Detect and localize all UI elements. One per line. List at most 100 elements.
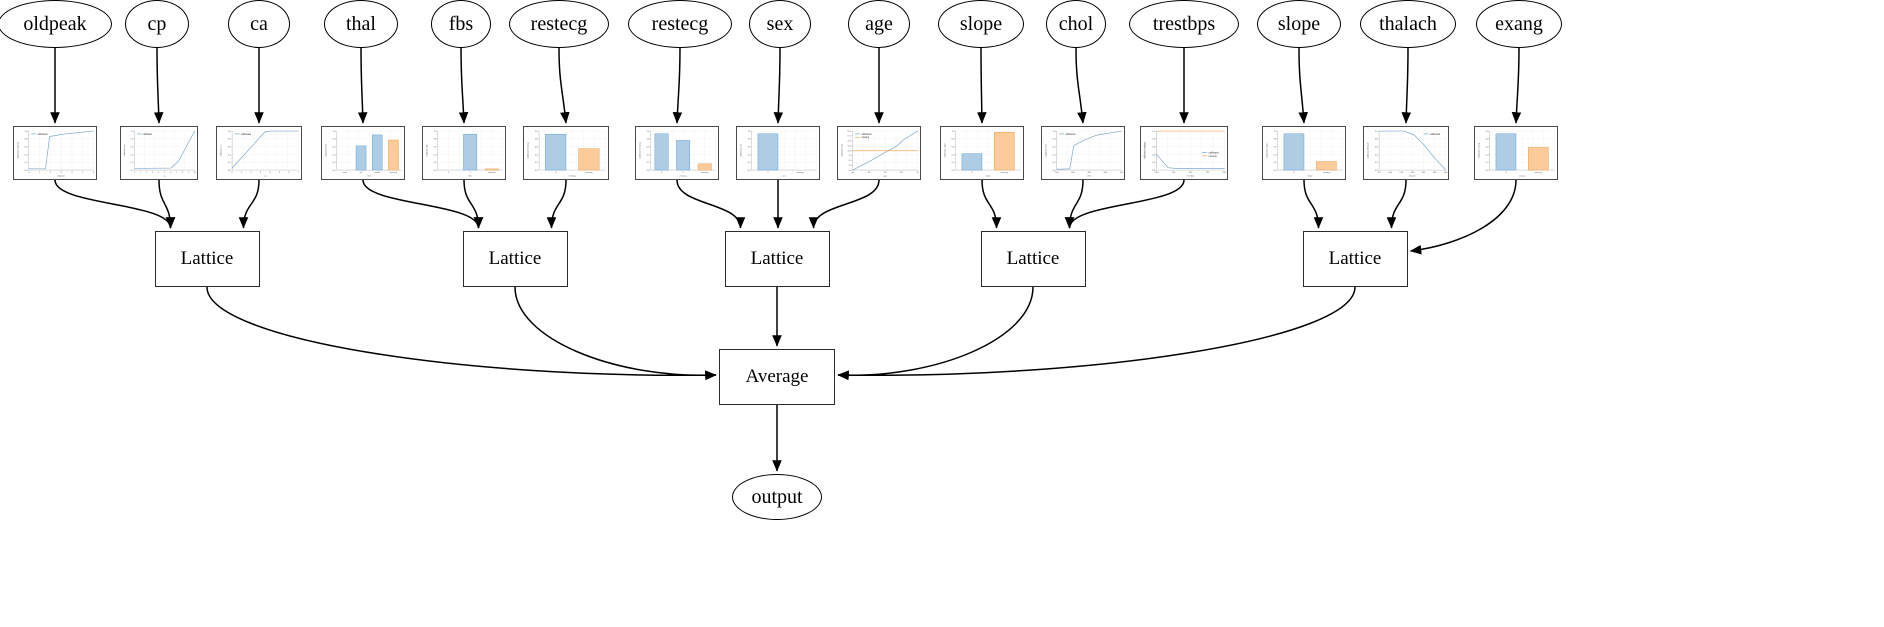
svg-text:0: 0	[28, 172, 30, 174]
feature-node-slope-12[interactable]: slope	[1257, 0, 1341, 48]
edge-feature-to-calibrator-3	[357, 47, 368, 124]
svg-text:100: 100	[1155, 172, 1160, 174]
feature-node-thal-3[interactable]: thal	[324, 0, 398, 48]
feature-node-thalach-13[interactable]: thalach	[1360, 0, 1456, 48]
svg-text:0: 0	[555, 172, 557, 174]
svg-text:6: 6	[288, 172, 290, 174]
svg-text:0.0: 0.0	[748, 170, 752, 172]
feature-node-chol-10[interactable]: chol	[1046, 0, 1106, 48]
svg-text:4: 4	[158, 172, 160, 174]
lattice-node-3[interactable]: Lattice	[980, 231, 1086, 287]
svg-text:150: 150	[1189, 172, 1194, 174]
feature-node-oldpeak-0[interactable]: oldpeak	[0, 0, 112, 48]
svg-text:oldpeak: oldpeak	[57, 176, 65, 178]
feature-node-restecg-6[interactable]: restecg	[628, 0, 732, 48]
feature-node-trestbps-11[interactable]: trestbps	[1129, 0, 1239, 48]
svg-text:10: 10	[194, 172, 197, 174]
average-node[interactable]: Average	[719, 349, 835, 405]
svg-text:175: 175	[1206, 172, 1211, 174]
svg-text:1.0: 1.0	[647, 131, 651, 133]
svg-text:missing: missing	[1323, 172, 1331, 174]
svg-text:calibrated thalach: calibrated thalach	[1367, 142, 1370, 159]
svg-text:200: 200	[1444, 172, 1448, 174]
feature-node-restecg-5[interactable]: restecg	[509, 0, 609, 48]
svg-text:1.0: 1.0	[535, 131, 539, 133]
svg-text:0.6: 0.6	[1375, 146, 1379, 148]
svg-text:1.0: 1.0	[131, 131, 135, 133]
svg-text:0.8: 0.8	[1053, 139, 1057, 141]
svg-text:calibrated: calibrated	[861, 133, 872, 136]
svg-text:60: 60	[900, 172, 903, 174]
lattice-node-label: Lattice	[1006, 248, 1060, 269]
edge-calibrator-to-lattice-9	[981, 179, 1002, 229]
edge-feature-to-calibrator-6	[672, 47, 683, 124]
lattice-node-4[interactable]: Lattice	[1302, 231, 1408, 287]
svg-text:0.8: 0.8	[434, 139, 438, 141]
svg-text:4: 4	[71, 172, 73, 174]
lattice-node-label: Lattice	[1328, 248, 1382, 269]
svg-text:0.6: 0.6	[1486, 146, 1490, 148]
lattice-node-0[interactable]: Lattice	[154, 231, 260, 287]
feature-node-cp-1[interactable]: cp	[125, 0, 189, 48]
svg-text:9: 9	[188, 172, 190, 174]
svg-text:revsbl: revsbl	[374, 172, 380, 174]
svg-text:1.0: 1.0	[1486, 131, 1490, 133]
svg-text:0.8: 0.8	[748, 139, 752, 141]
svg-text:0.6: 0.6	[131, 146, 135, 148]
svg-text:0: 0	[767, 172, 769, 174]
svg-text:missing: missing	[1209, 156, 1218, 158]
svg-text:0.0: 0.0	[952, 170, 956, 172]
svg-text:0.4: 0.4	[131, 154, 135, 156]
svg-text:0.8: 0.8	[1152, 139, 1156, 141]
svg-text:5: 5	[164, 172, 166, 174]
svg-text:thal: thal	[367, 175, 371, 178]
svg-text:1.0: 1.0	[748, 131, 752, 133]
lattice-node-2[interactable]: Lattice	[724, 231, 830, 287]
svg-text:3: 3	[61, 172, 63, 174]
edge-lattice-to-average-0	[206, 286, 717, 380]
feature-node-age-8[interactable]: age	[848, 0, 910, 48]
svg-text:0.2: 0.2	[1274, 162, 1278, 164]
feature-node-sex-7[interactable]: sex	[749, 0, 811, 48]
svg-text:40: 40	[868, 172, 871, 174]
svg-text:0: 0	[661, 172, 663, 174]
svg-text:0.0: 0.0	[434, 170, 438, 172]
lattice-node-1[interactable]: Lattice	[462, 231, 568, 287]
edge-feature-to-calibrator-14	[1511, 47, 1522, 124]
edge-lattice-to-average-3	[837, 286, 1034, 381]
svg-text:calibrated chol: calibrated chol	[1045, 143, 1048, 157]
edge-calibrator-to-lattice-4	[463, 179, 484, 229]
svg-text:3: 3	[152, 172, 154, 174]
svg-text:0.4: 0.4	[333, 154, 337, 156]
svg-text:15.0: 15.0	[847, 141, 852, 143]
feature-node-exang-14[interactable]: exang	[1476, 0, 1562, 48]
edge-calibrator-to-lattice-8	[808, 179, 880, 229]
feature-node-label: restecg	[651, 12, 709, 35]
svg-text:0.2: 0.2	[131, 162, 135, 164]
feature-node-fbs-4[interactable]: fbs	[431, 0, 491, 48]
svg-text:calibrated ca: calibrated ca	[220, 144, 223, 157]
edge-calibrator-to-lattice-14	[1409, 179, 1517, 255]
svg-text:0.6: 0.6	[1152, 147, 1156, 149]
svg-text:calibrated sex: calibrated sex	[740, 143, 743, 157]
svg-text:10.0: 10.0	[847, 150, 852, 152]
svg-text:0.4: 0.4	[25, 154, 29, 156]
feature-node-slope-9[interactable]: slope	[938, 0, 1024, 48]
svg-text:120: 120	[1399, 172, 1403, 174]
output-node[interactable]: output	[732, 474, 822, 520]
svg-text:1.0: 1.0	[434, 131, 438, 133]
svg-text:calibrated: calibrated	[1065, 133, 1076, 136]
feature-node-ca-2[interactable]: ca	[228, 0, 290, 48]
svg-text:50: 50	[884, 172, 887, 174]
